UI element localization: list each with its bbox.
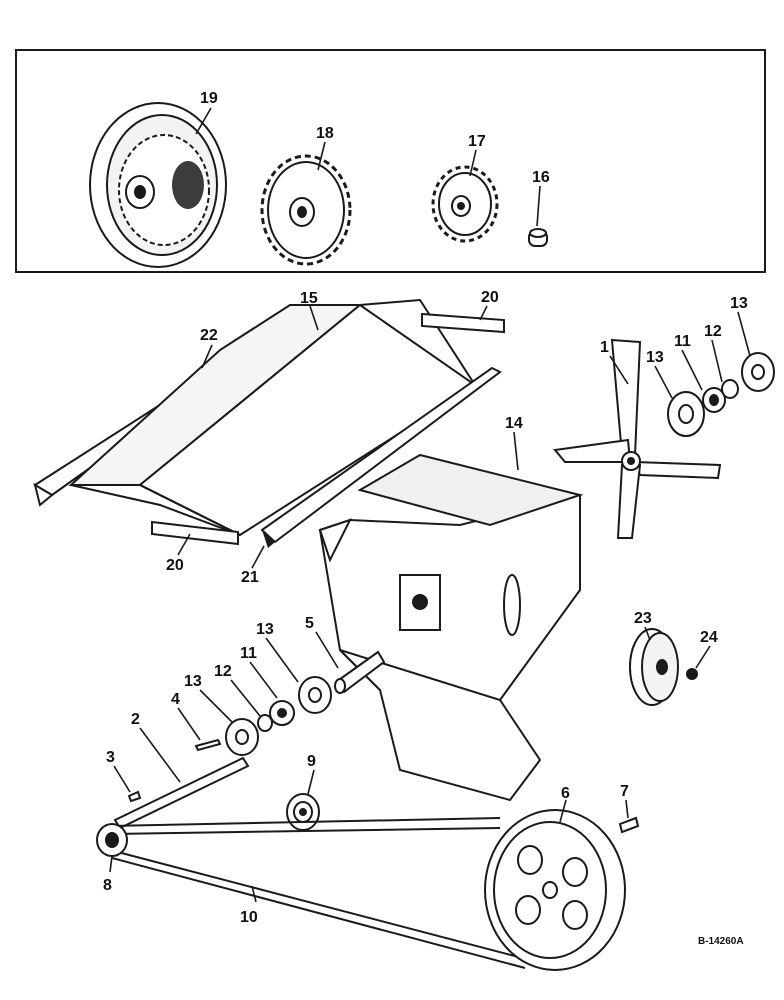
callout-15: 15 [300,290,318,307]
leader-11b [249,661,278,699]
leader-1 [609,355,629,385]
leader-5 [315,631,339,669]
inset-frame [15,49,766,273]
callout-18: 18 [316,125,334,142]
leader-10 [251,885,257,903]
key-part-3 [127,790,142,803]
bearing-group-right [667,352,775,437]
callout-4: 4 [171,691,180,708]
leader-13d [199,689,233,723]
leader-20b [177,533,191,556]
callout-14: 14 [505,415,523,432]
leader-19 [195,107,212,135]
leader-2 [139,727,181,783]
callout-6: 6 [561,785,570,802]
key-part-4 [194,738,222,752]
plate-part-20-bottom [151,520,239,546]
callout-21: 21 [241,569,259,586]
leader-13b [737,311,751,357]
belt-part-10 [109,817,531,969]
leader-22 [201,344,213,369]
leader-13a [654,365,673,399]
callout-12-left: 12 [214,663,232,680]
pulley-assembly-part-19 [89,102,227,268]
leader-15 [309,305,319,331]
callout-3: 3 [106,749,115,766]
leader-14 [513,431,519,471]
pulley-part-6 [484,809,626,971]
callout-20-bottom: 20 [166,557,184,574]
drawing-code: B-14260A [698,936,744,947]
leader-20a [479,305,488,321]
callout-23: 23 [634,610,652,627]
callout-11-left: 11 [240,645,257,662]
leader-12a [711,339,723,383]
sprocket-part-17 [431,165,499,243]
pulley-part-8 [96,823,128,857]
sprocket-part-18 [260,154,352,266]
callout-17: 17 [468,133,486,150]
callout-24: 24 [700,629,718,646]
leader-7 [625,799,629,819]
idler-part-9 [286,793,320,831]
bearing-group-left [225,676,332,756]
callout-13-left-outer: 13 [256,621,274,638]
leader-4 [177,707,201,741]
callout-8: 8 [103,877,112,894]
hub-part-23 [629,628,679,706]
callout-20-top: 20 [481,289,499,306]
callout-22: 22 [200,327,218,344]
leader-12b [230,679,261,717]
tube-part-5 [334,650,386,694]
leader-11a [681,349,703,391]
leader-23 [644,626,651,641]
callout-5: 5 [305,615,314,632]
callout-10: 10 [240,909,258,926]
fan-housing-part-14 [318,453,584,802]
callout-13-right-inner: 13 [646,349,664,366]
leader-18 [317,141,326,171]
leader-9 [307,769,315,795]
callout-11-right: 11 [674,333,691,350]
callout-13-left-inner: 13 [184,673,202,690]
cover-part-15 [68,298,477,537]
callout-19: 19 [200,90,218,107]
callout-9: 9 [307,753,316,770]
key-part-7 [618,816,640,834]
leader-6 [559,799,567,823]
callout-7: 7 [620,783,629,800]
callout-2: 2 [131,711,140,728]
leader-16 [536,185,541,227]
leader-24 [695,645,711,669]
leader-17 [469,149,477,177]
bushing-part-16 [528,228,548,247]
leader-3 [113,765,131,793]
leader-13c [265,637,299,683]
plate-part-20-top [421,312,505,334]
leader-21 [251,545,265,569]
rail-part-21 [260,366,502,548]
callout-12-right: 12 [704,323,722,340]
nut-part-24 [686,668,698,680]
leader-8 [109,855,113,873]
callout-13-right-outer: 13 [730,295,748,312]
callout-16: 16 [532,169,550,186]
callout-1: 1 [600,339,609,356]
